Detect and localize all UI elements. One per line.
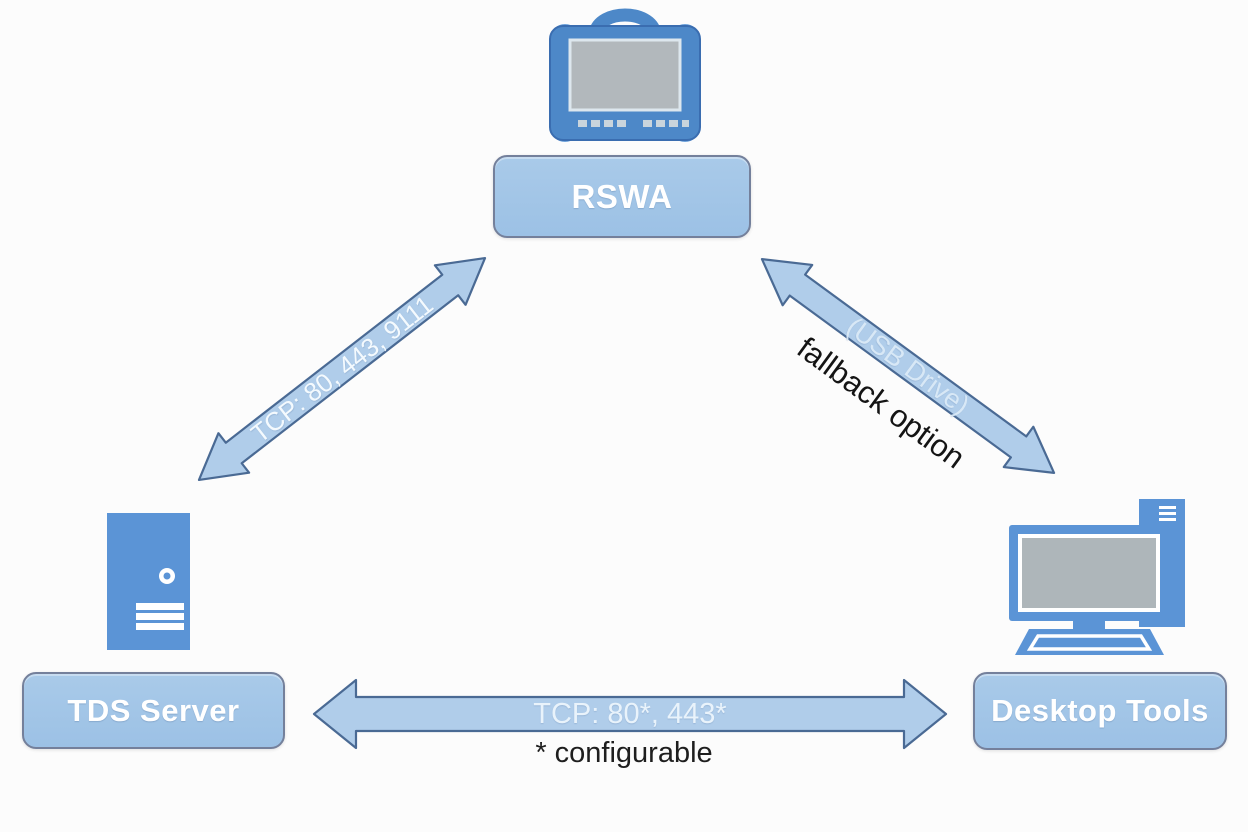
node-tds-server-label: TDS Server (67, 692, 240, 728)
rugged-tablet-icon (545, 5, 705, 142)
configurable-footnote: * configurable (535, 737, 713, 769)
arrow-rswa-desktop-label: (USB Drive) (841, 310, 976, 421)
arrow-tds-rswa-label: TCP: 80, 443, 9111 (244, 288, 439, 449)
double-arrow-icon (197, 256, 487, 482)
node-desktop-tools-label: Desktop Tools (991, 693, 1209, 728)
node-rswa-label: RSWA (571, 177, 673, 215)
node-desktop-tools: Desktop Tools (973, 672, 1227, 750)
arrow-tds-desktop-label: TCP: 80*, 443* (533, 697, 727, 730)
arrow-tds-to-rswa: TCP: 80, 443, 9111 (179, 234, 504, 504)
server-tower-icon (106, 512, 191, 651)
desktop-computer-icon (1007, 497, 1187, 657)
arrow-rswa-to-desktop: (USB Drive) fallback option (743, 235, 1073, 498)
node-rswa: RSWA (493, 155, 751, 238)
double-arrow-icon (312, 678, 948, 750)
double-arrow-icon (760, 258, 1056, 474)
node-tds-server: TDS Server (22, 672, 285, 749)
arrow-tds-to-desktop: TCP: 80*, 443* (312, 678, 948, 750)
